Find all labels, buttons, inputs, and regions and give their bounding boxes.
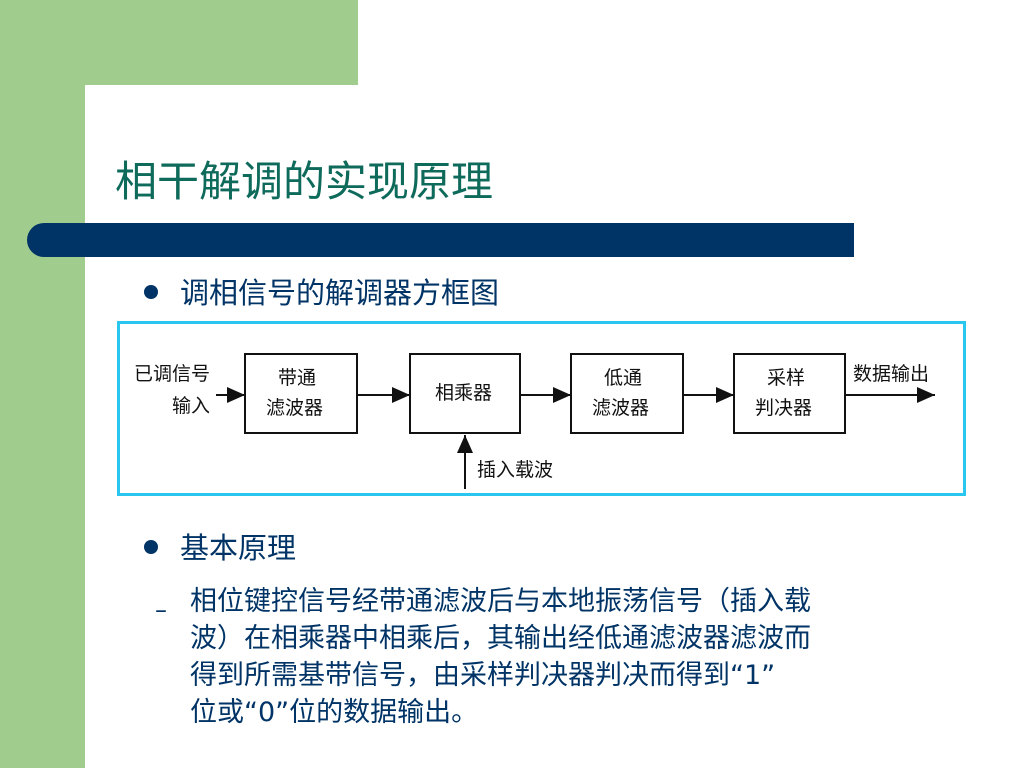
block1-line2: 滤波器 bbox=[266, 397, 323, 419]
bullet-text-1: 调相信号的解调器方框图 bbox=[180, 276, 500, 310]
demodulator-block-diagram: 已调信号 输入 带通 滤波器 相乘器 插入载波 低通 滤波器 采样 判决器 数据… bbox=[117, 321, 966, 496]
title-divider-bar bbox=[27, 223, 854, 257]
block1-line1: 带通 bbox=[278, 367, 316, 389]
input-label-line1: 已调信号 bbox=[134, 363, 210, 385]
slide-title: 相干解调的实现原理 bbox=[115, 157, 494, 206]
multiplier-block bbox=[409, 353, 521, 434]
diagram-svg: 已调信号 输入 带通 滤波器 相乘器 插入载波 低通 滤波器 采样 判决器 数据… bbox=[134, 353, 935, 489]
paragraph-line-3: 得到所需基带信号，由采样判决器判决而得到“1” bbox=[190, 660, 776, 691]
left-green-bar bbox=[0, 0, 85, 768]
sampling-decision-block bbox=[733, 353, 846, 434]
bullet-dot-2 bbox=[144, 540, 158, 554]
block2-label: 相乘器 bbox=[435, 382, 492, 404]
bandpass-filter-block bbox=[244, 353, 358, 434]
block4-line2: 判决器 bbox=[755, 397, 812, 419]
sub-bullet-dash: – bbox=[155, 596, 167, 624]
lowpass-filter-block bbox=[570, 353, 684, 434]
output-label: 数据输出 bbox=[853, 363, 929, 385]
principle-paragraph: 相位键控信号经带通滤波后与本地振荡信号（插入载 波）在相乘器中相乘后，其输出经低… bbox=[190, 583, 990, 731]
bullet-text-2: 基本原理 bbox=[180, 531, 297, 565]
bullet-dot-1 bbox=[144, 285, 158, 299]
paragraph-line-4: 位或“0”位的数据输出。 bbox=[190, 697, 479, 728]
paragraph-line-1: 相位键控信号经带通滤波后与本地振荡信号（插入载 bbox=[190, 586, 811, 617]
block3-line2: 滤波器 bbox=[592, 397, 649, 419]
paragraph-line-2: 波）在相乘器中相乘后，其输出经低通滤波器滤波而 bbox=[190, 623, 811, 654]
top-green-band bbox=[0, 0, 358, 85]
block4-line1: 采样 bbox=[767, 367, 805, 389]
input-label-line2: 输入 bbox=[172, 395, 210, 417]
block3-line1: 低通 bbox=[604, 367, 642, 389]
carrier-label: 插入载波 bbox=[477, 459, 553, 481]
